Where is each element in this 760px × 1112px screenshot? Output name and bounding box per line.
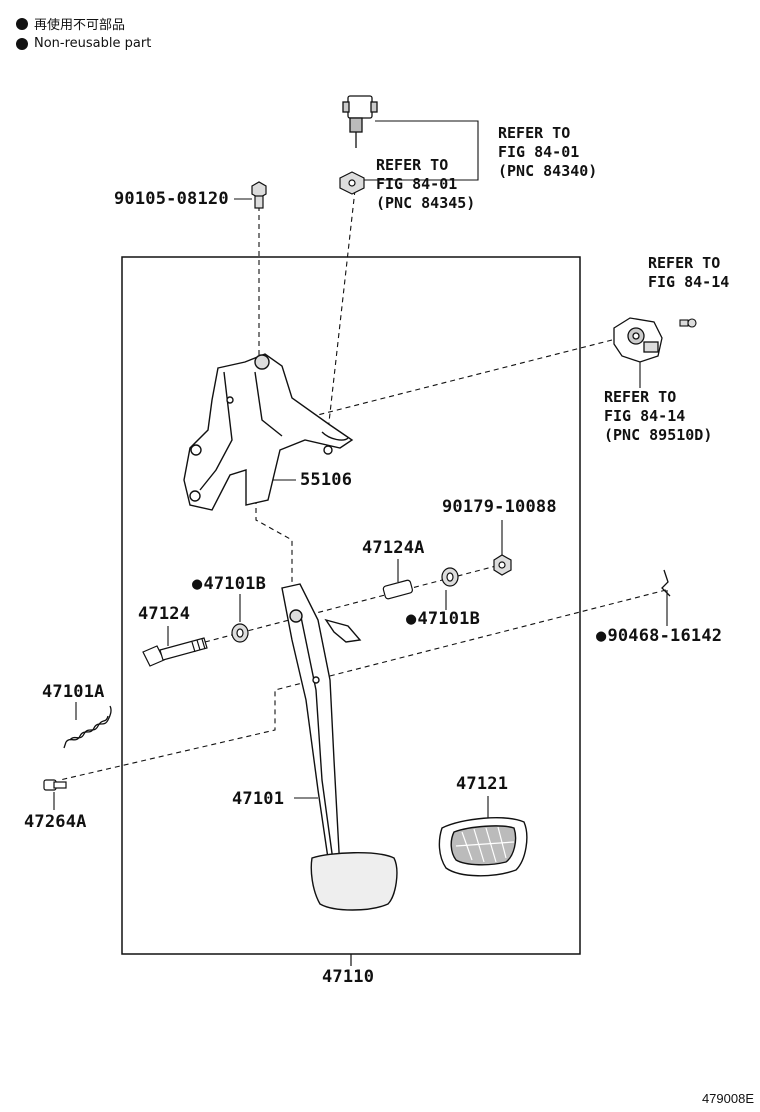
- label-90179: 90179-10088: [442, 497, 557, 517]
- ref-line: FIG 84-14: [648, 273, 730, 291]
- label-47101: 47101: [232, 789, 285, 809]
- ref-line: REFER TO: [498, 124, 571, 142]
- legend-en: Non-reusable part: [16, 36, 151, 51]
- label-47110: 47110: [322, 967, 375, 987]
- ref-line: FIG 84-14: [604, 407, 686, 425]
- dash-clip-axis: [59, 589, 667, 781]
- dash-sensor: [297, 339, 613, 421]
- label-47101A: 47101A: [42, 682, 105, 702]
- clip-90468-icon: [661, 569, 671, 597]
- legend-en-text: Non-reusable part: [34, 36, 152, 51]
- ref-line: REFER TO: [376, 156, 449, 174]
- sensor-screw-icon: [679, 318, 697, 328]
- bolt-47124-icon: [142, 637, 208, 667]
- stop-lamp-switch-icon: [342, 95, 378, 148]
- label-90105: 90105-08120: [114, 189, 229, 209]
- collar-47124A-icon: [382, 579, 414, 600]
- label-47101B-right: 47101B: [406, 609, 480, 629]
- bullet-icon: [16, 37, 28, 50]
- ref-line: (PNC 89510D): [604, 426, 713, 444]
- bushing-47101B-left-icon: [231, 623, 249, 643]
- pedal-pad-47121-icon: [438, 817, 528, 877]
- label-47264A: 47264A: [24, 812, 87, 832]
- ref-line: FIG 84-01: [376, 175, 458, 193]
- bolt-90105-icon: [251, 181, 267, 209]
- pedal-bracket-icon: [183, 353, 354, 511]
- ref-line: REFER TO: [604, 388, 677, 406]
- figure-code: 479008E: [701, 1091, 754, 1106]
- pedal-sensor-icon: [613, 317, 663, 363]
- label-55106: 55106: [300, 470, 353, 490]
- return-spring-47101A-icon: [63, 705, 112, 749]
- bushing-47101B-right-icon: [441, 567, 459, 587]
- switch-nut-icon: [339, 171, 365, 195]
- pin-47264A-icon: [43, 779, 67, 791]
- label-47101B-left: 47101B: [192, 574, 266, 594]
- label-90468: 90468-16142: [596, 626, 722, 646]
- label-47124: 47124: [138, 604, 191, 624]
- nut-90179-icon: [493, 554, 512, 576]
- dash-bracket-pedal: [255, 490, 293, 585]
- leader-84340: [364, 120, 479, 181]
- ref-line: REFER TO: [648, 254, 721, 272]
- label-47124A: 47124A: [362, 538, 425, 558]
- ref-line: FIG 84-01: [498, 143, 580, 161]
- legend-jp-text: 再使用不可部品: [34, 18, 126, 33]
- label-47121: 47121: [456, 774, 509, 794]
- dash-switch: [326, 189, 356, 441]
- legend-jp: 再使用不可部品: [16, 14, 125, 33]
- ref-line: (PNC 84340): [498, 162, 598, 180]
- bullet-icon: [16, 17, 28, 30]
- brake-pedal-lever-icon: [281, 583, 398, 911]
- ref-line: (PNC 84345): [376, 194, 476, 212]
